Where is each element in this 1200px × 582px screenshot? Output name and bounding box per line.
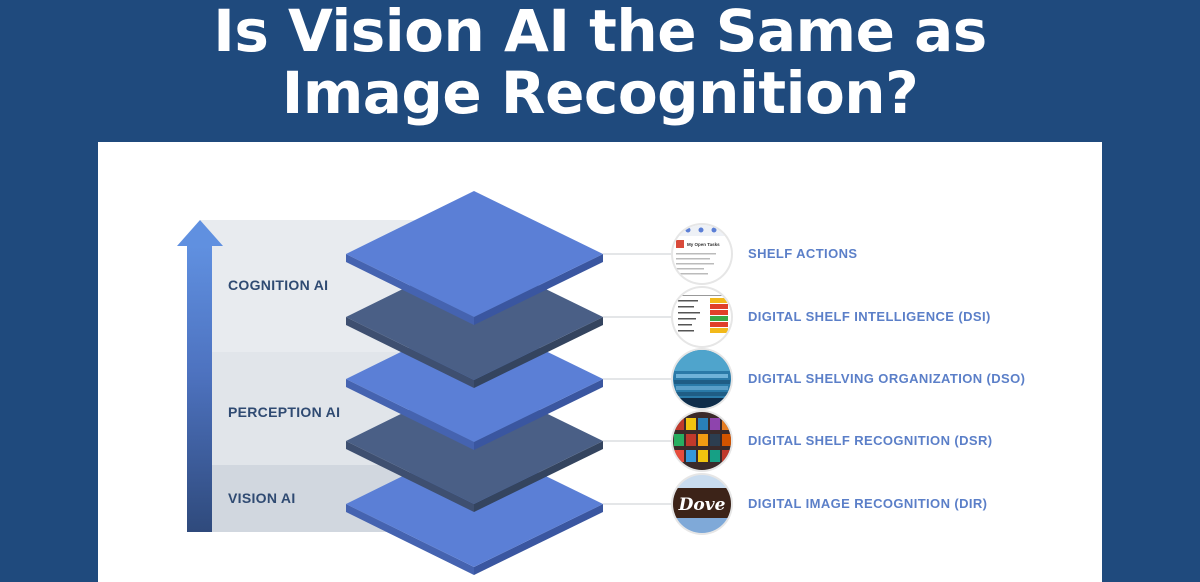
level-label-vision: VISION AI <box>228 490 296 506</box>
thumbnail-shelf-intelligence <box>671 286 733 348</box>
arrow-up-icon <box>177 220 223 532</box>
layer-shelf-actions <box>346 191 603 325</box>
item-label-dsi: DIGITAL SHELF INTELLIGENCE (DSI) <box>748 309 991 324</box>
item-label-dso: DIGITAL SHELVING ORGANIZATION (DSO) <box>748 371 1026 386</box>
item-label-dsr: DIGITAL SHELF RECOGNITION (DSR) <box>748 433 993 448</box>
thumbnail-shelving-organization <box>671 348 733 410</box>
layer-stack-diagram: My Open Tasks <box>177 191 733 575</box>
thumbnail-image-recognition: Dove <box>671 473 733 535</box>
level-label-cognition: COGNITION AI <box>228 277 329 293</box>
thumbnail-shelf-recognition <box>671 410 733 472</box>
thumb-app-title: My Open Tasks <box>687 242 720 247</box>
diagram-panel: My Open Tasks <box>98 142 1102 582</box>
item-label-dir: DIGITAL IMAGE RECOGNITION (DIR) <box>748 496 988 511</box>
level-label-perception: PERCEPTION AI <box>228 404 341 420</box>
item-label-shelf-actions: SHELF ACTIONS <box>748 246 858 261</box>
page-title-line-1: Is Vision AI the Same as <box>213 0 987 65</box>
connector-lines <box>603 253 673 505</box>
thumbnail-shelf-actions: My Open Tasks <box>671 223 733 285</box>
page-title-line-2: Image Recognition? <box>281 59 919 127</box>
thumb-dove-logo: Dove <box>678 495 726 515</box>
